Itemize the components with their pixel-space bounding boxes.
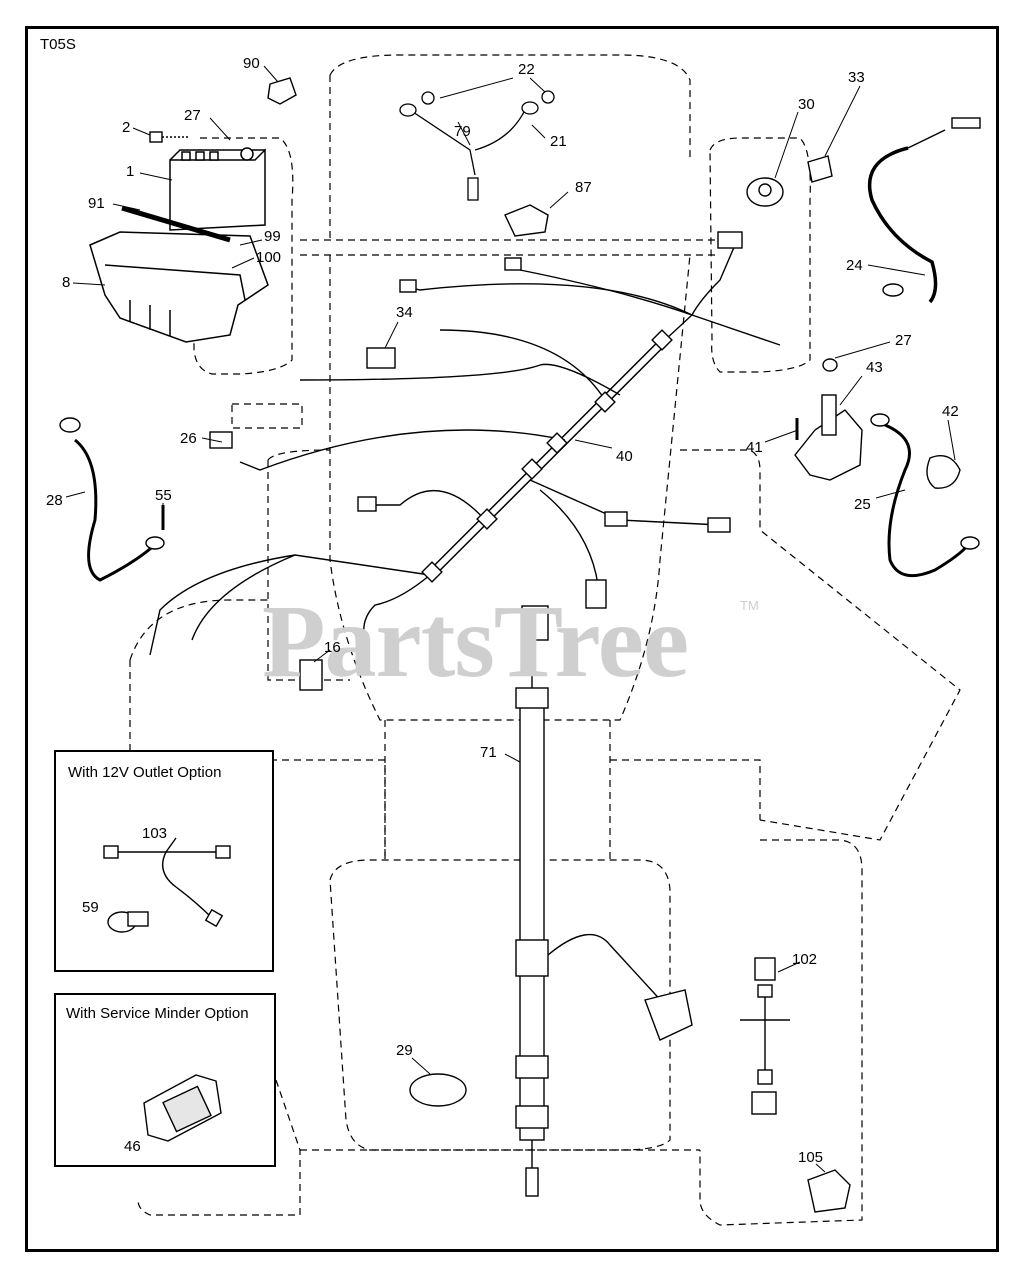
callout-26: 26 [180, 430, 197, 447]
diagram-code: T05S [40, 36, 76, 53]
seat-switch [504, 204, 549, 237]
callout-99: 99 [264, 228, 281, 245]
part-102-lead [740, 957, 790, 1115]
callout-24: 24 [846, 257, 863, 274]
callout-79: 79 [454, 123, 471, 140]
service-minder-drawing [143, 1074, 222, 1142]
outlet-option-title: With 12V Outlet Option [68, 764, 222, 781]
callout-21: 21 [550, 133, 567, 150]
battery-tray [89, 231, 269, 343]
starter-solenoid [794, 358, 863, 481]
headlight-harness [399, 90, 555, 201]
horn [409, 1073, 467, 1107]
service-minder-option-title: With Service Minder Option [66, 1005, 249, 1022]
callout-27-right: 27 [895, 332, 912, 349]
main-wire-harness [149, 244, 781, 656]
callout-22: 22 [518, 61, 535, 78]
battery-cable-negative [867, 117, 981, 304]
outlet-option-drawing [103, 837, 231, 933]
watermark: PartsTree [262, 584, 689, 699]
starter-cable [870, 413, 980, 578]
callout-33: 33 [848, 69, 865, 86]
relay [807, 155, 833, 183]
callout-41: 41 [746, 439, 763, 456]
part-90-clip [267, 77, 297, 105]
callout-29: 29 [396, 1042, 413, 1059]
callout-55: 55 [155, 487, 172, 504]
callout-25: 25 [854, 496, 871, 513]
callout-42: 42 [942, 403, 959, 420]
harness-clips [209, 231, 743, 691]
watermark-trademark: TM [740, 598, 759, 613]
callout-59: 59 [82, 899, 99, 916]
ignition-switch [746, 177, 784, 207]
callout-40: 40 [616, 448, 633, 465]
callout-2: 2 [122, 119, 131, 136]
callout-100: 100 [256, 249, 282, 266]
hold-down-strap [121, 205, 231, 243]
service-minder-option-box: With Service Minder Option 46 [54, 993, 276, 1167]
callout-28: 28 [46, 492, 63, 509]
leader-lines [65, 65, 956, 1173]
diagram-frame [25, 26, 999, 1252]
callout-91: 91 [88, 195, 105, 212]
callout-30: 30 [798, 96, 815, 113]
callout-90: 90 [243, 55, 260, 72]
harness-71 [515, 605, 693, 1197]
callout-87: 87 [575, 179, 592, 196]
battery-bolt [149, 131, 190, 143]
callout-34: 34 [396, 304, 413, 321]
terminal-boot [926, 455, 961, 489]
switch-34 [366, 347, 396, 369]
callout-27-top: 27 [184, 107, 201, 124]
part-105-switch [807, 1169, 851, 1213]
callout-43: 43 [866, 359, 883, 376]
callout-102: 102 [792, 951, 818, 968]
outlet-option-box: With 12V Outlet Option 103 59 [54, 750, 274, 972]
part-16 [299, 659, 323, 691]
battery [169, 147, 266, 231]
callout-8: 8 [62, 274, 71, 291]
callout-1: 1 [126, 163, 135, 180]
callout-103: 103 [142, 825, 168, 842]
callout-71: 71 [480, 744, 497, 761]
callout-46: 46 [124, 1138, 141, 1155]
callout-16: 16 [324, 639, 341, 656]
chassis-outline [129, 54, 961, 1226]
callout-105: 105 [798, 1149, 824, 1166]
battery-cable [59, 417, 165, 582]
